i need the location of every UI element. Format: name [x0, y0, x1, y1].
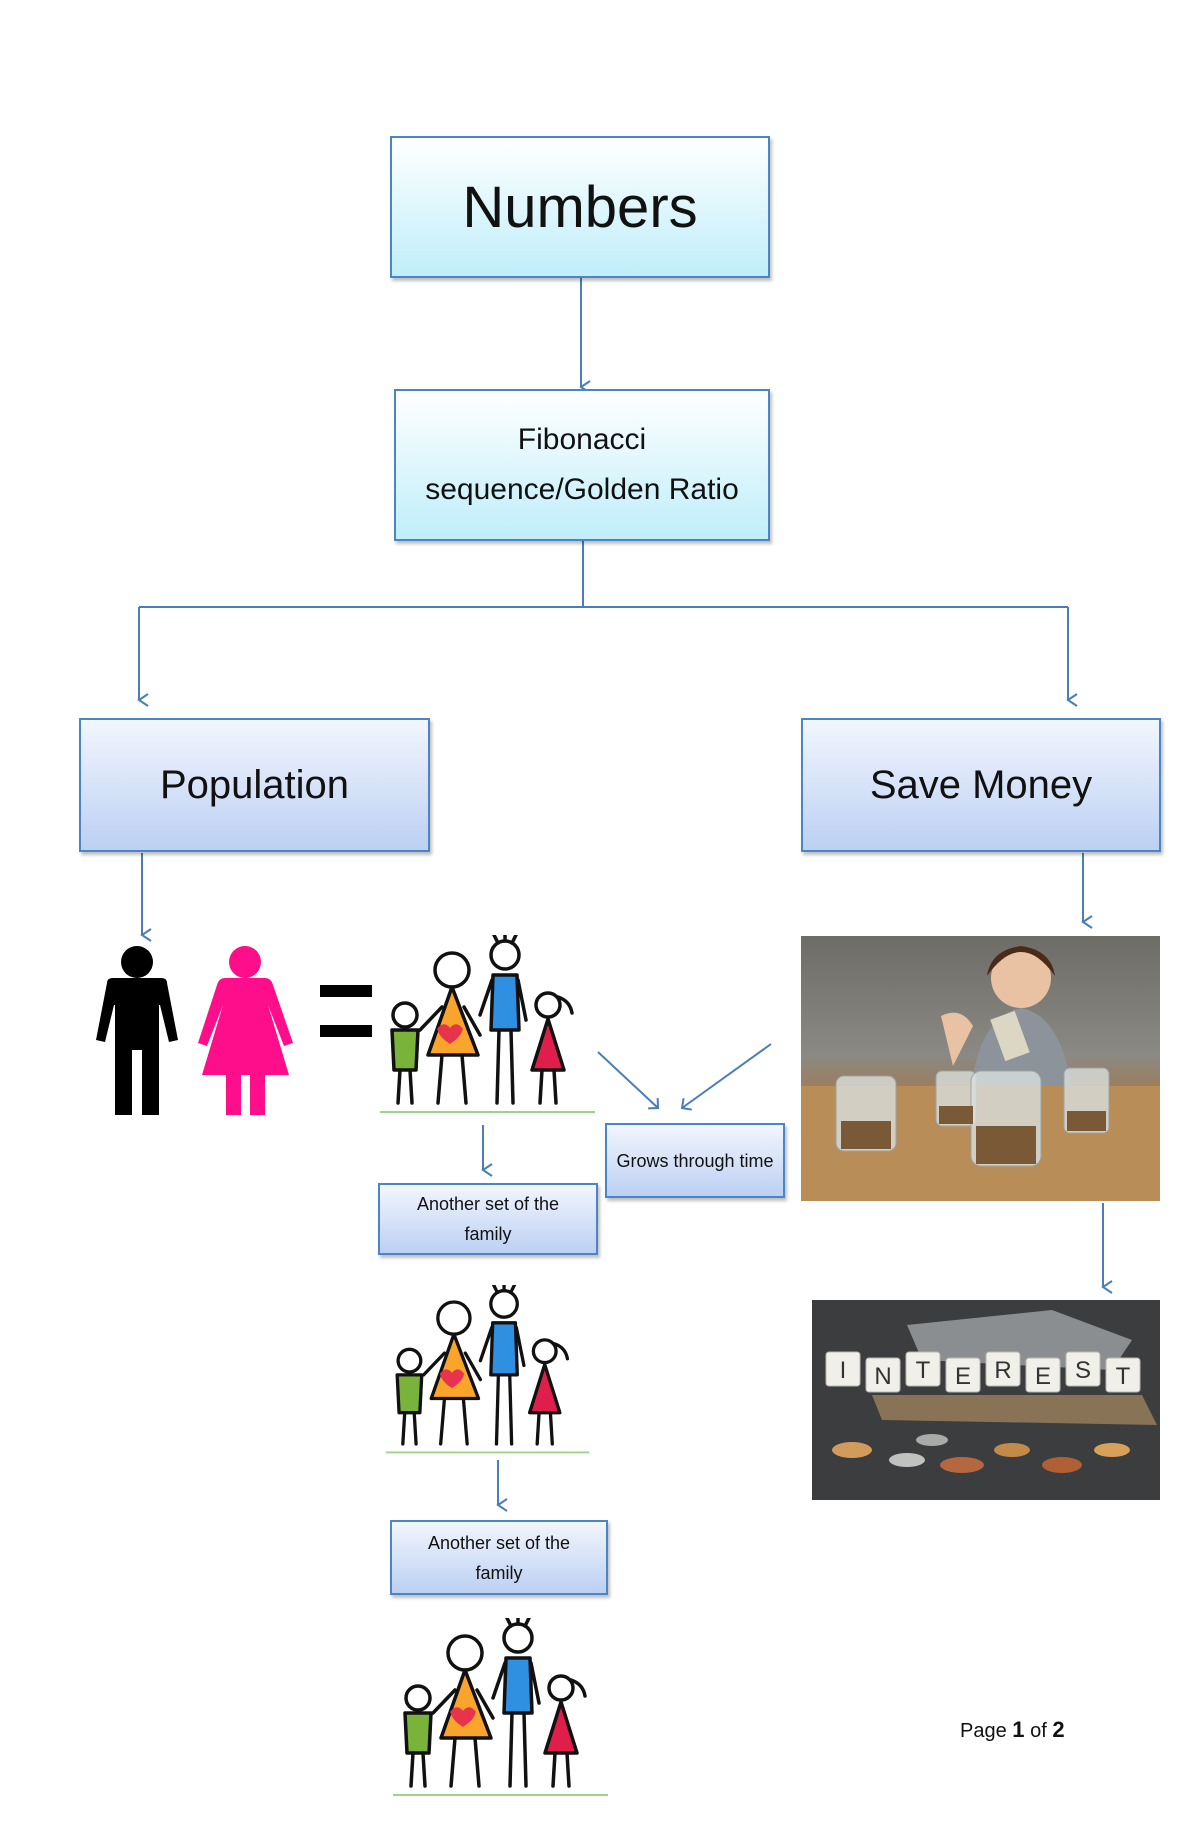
- population-label: Population: [159, 762, 350, 807]
- interest-letter-tile: E: [945, 1357, 981, 1393]
- page-total: 2: [1052, 1717, 1065, 1742]
- family-icon: [393, 1618, 608, 1796]
- interest-letter-tile: T: [1105, 1357, 1141, 1393]
- arrow-photo-to-grows: [680, 1043, 772, 1111]
- couple-equals-group: [96, 946, 372, 1115]
- another-set-label-1: Another set of the family: [416, 1194, 560, 1244]
- family-icon: [385, 1285, 590, 1454]
- interest-letter-tile: E: [1025, 1357, 1061, 1393]
- interest-letter: E: [955, 1363, 971, 1390]
- fibonacci-box: Fibonacci sequence/Golden Ratio: [394, 389, 770, 541]
- page-word: Page: [960, 1720, 1007, 1742]
- man-icon: [96, 946, 178, 1115]
- grows-label: Grows through time: [616, 1150, 774, 1171]
- page-of: of: [1030, 1720, 1047, 1742]
- interest-letter-tile: I: [825, 1351, 861, 1387]
- interest-letter-tile: S: [1065, 1351, 1101, 1387]
- another-set-label-2: Another set of the family: [427, 1532, 571, 1583]
- interest-letter: T: [916, 1357, 931, 1384]
- family-icon: [380, 935, 595, 1113]
- page-current: 1: [1012, 1717, 1025, 1742]
- arrow-family-to-grows: [597, 1051, 660, 1110]
- fibonacci-label: Fibonacci sequence/Golden Ratio: [425, 423, 739, 506]
- interest-letter: R: [994, 1357, 1011, 1384]
- interest-letter: T: [1116, 1363, 1131, 1390]
- page-number: Page 1 of 2: [960, 1717, 1065, 1743]
- interest-letter: N: [874, 1363, 891, 1390]
- another-set-box-1: Another set of the family: [378, 1183, 598, 1255]
- save-money-label: Save Money: [869, 762, 1093, 807]
- equals-icon: [320, 985, 372, 1037]
- interest-letter-tile: N: [865, 1357, 901, 1393]
- interest-letter: I: [840, 1357, 847, 1384]
- numbers-box: Numbers: [390, 136, 770, 278]
- interest-letter: S: [1075, 1357, 1091, 1384]
- population-box: Population: [79, 718, 430, 852]
- interest-letter: E: [1035, 1363, 1051, 1390]
- numbers-label: Numbers: [462, 174, 698, 240]
- interest-letter-tile: R: [985, 1351, 1021, 1387]
- interest-letter-tile: T: [905, 1351, 941, 1387]
- coin-jars-photo: [801, 936, 1160, 1201]
- woman-icon: [198, 946, 293, 1115]
- save-money-box: Save Money: [801, 718, 1161, 852]
- another-set-box-2: Another set of the family: [390, 1520, 608, 1595]
- grows-through-time-box: Grows through time: [605, 1123, 785, 1198]
